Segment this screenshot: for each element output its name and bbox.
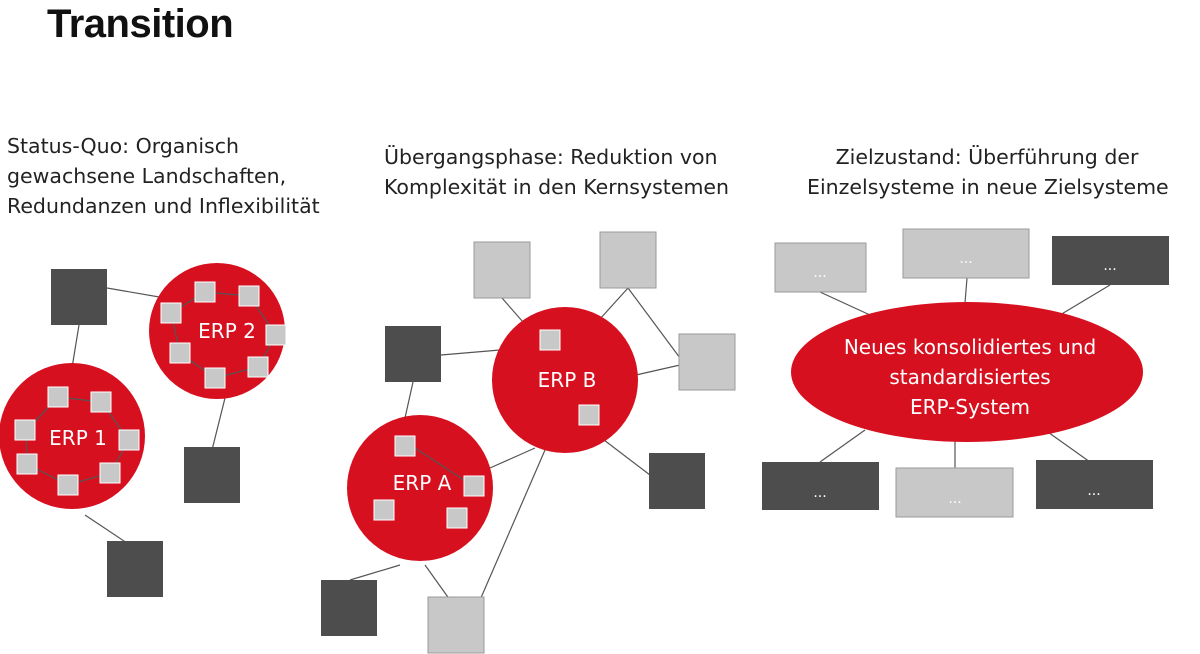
legacy-system-box xyxy=(649,453,705,509)
erpA-label: ERP A xyxy=(393,471,452,495)
page-title: Transition xyxy=(47,2,234,46)
module-box xyxy=(394,435,416,457)
placeholder-text: ... xyxy=(1103,258,1116,274)
erp1-modules xyxy=(14,386,140,496)
target-system-box xyxy=(774,242,867,293)
connector-line xyxy=(635,364,681,376)
target-state-heading: Zielzustand: Überführung der Einzelsyste… xyxy=(807,142,1169,202)
target-system-box xyxy=(1036,460,1153,509)
connector-line xyxy=(964,277,968,304)
heading-line: Übergangsphase: Reduktion von xyxy=(384,145,718,169)
module-box xyxy=(238,285,260,307)
module-box xyxy=(446,507,468,529)
connector-line xyxy=(424,564,451,601)
heading-line: gewachsene Landschaften, xyxy=(7,164,287,188)
erp2-label: ERP 2 xyxy=(198,319,256,343)
target-system-box xyxy=(1052,236,1169,285)
connector-line xyxy=(84,514,131,546)
placeholder-text: ... xyxy=(948,491,961,507)
erpB-label: ERP B xyxy=(538,368,597,392)
target-system-box xyxy=(902,228,1030,279)
target-connectors xyxy=(819,277,1111,468)
placeholder-text: ... xyxy=(813,265,826,281)
heading-line: Komplexität in den Kernsystemen xyxy=(384,175,730,199)
module-box xyxy=(463,475,485,497)
connector-line xyxy=(440,349,501,356)
connector-line xyxy=(603,439,651,476)
heading-line: Einzelsysteme in neue Zielsysteme xyxy=(807,175,1169,199)
erpA-internal-links xyxy=(411,445,474,487)
erp2-modules xyxy=(160,281,287,389)
legacy-system-box xyxy=(385,326,441,382)
module-box xyxy=(265,324,287,346)
module-box xyxy=(14,419,36,441)
placeholder-text: ... xyxy=(813,485,826,501)
connector-line xyxy=(1059,284,1111,316)
target-erp-ellipse xyxy=(791,302,1143,442)
module-box xyxy=(373,499,395,521)
erpB-circle xyxy=(492,307,638,453)
connector-line xyxy=(489,447,536,469)
heading-line: Status-Quo: Organisch xyxy=(7,134,239,158)
peripheral-system-box xyxy=(427,596,485,654)
heading-line: Zielzustand: Überführung der xyxy=(835,145,1139,169)
connector-line xyxy=(819,429,866,463)
connector-line xyxy=(1044,429,1091,463)
legacy-system-box xyxy=(51,269,107,325)
transition-phase-heading: Übergangsphase: Reduktion von Komplexitä… xyxy=(384,142,729,202)
peripheral-system-box xyxy=(678,333,736,391)
heading-line: Redundanzen und Inflexibilität xyxy=(7,194,320,218)
module-box xyxy=(539,329,561,351)
target-erp-label-line3: ERP-System xyxy=(910,395,1030,419)
connector-line xyxy=(349,564,401,581)
connector-line xyxy=(404,381,414,419)
module-box xyxy=(204,367,226,389)
target-erp-label-line1: Neues konsolidiertes und xyxy=(844,335,1096,359)
target-erp-label-line2: standardisiertes xyxy=(889,365,1050,389)
legacy-system-box xyxy=(321,580,377,636)
target-system-box xyxy=(895,467,1014,518)
module-box xyxy=(57,474,79,496)
peripheral-system-box xyxy=(473,241,531,299)
connector-line xyxy=(627,287,681,359)
module-box xyxy=(90,391,112,413)
erp1-label: ERP 1 xyxy=(49,426,107,450)
connector-line xyxy=(819,291,871,316)
module-box xyxy=(16,453,38,475)
module-box xyxy=(578,404,600,426)
module-box xyxy=(47,386,69,408)
peripheral-system-box xyxy=(599,231,657,289)
legacy-system-box xyxy=(184,447,240,503)
connector-line xyxy=(211,397,226,451)
status-quo-heading: Status-Quo: Organisch gewachsene Landsch… xyxy=(7,131,320,221)
connector-line xyxy=(106,287,166,299)
module-box xyxy=(99,462,121,484)
module-box xyxy=(247,356,269,378)
placeholder-text: ... xyxy=(1087,483,1100,499)
module-box xyxy=(118,429,140,451)
legacy-system-box xyxy=(107,541,163,597)
connector-line xyxy=(479,449,546,601)
module-box xyxy=(194,281,216,303)
target-system-box xyxy=(762,462,879,510)
placeholder-text: ... xyxy=(959,251,972,267)
module-box xyxy=(160,302,182,324)
module-box xyxy=(169,342,191,364)
